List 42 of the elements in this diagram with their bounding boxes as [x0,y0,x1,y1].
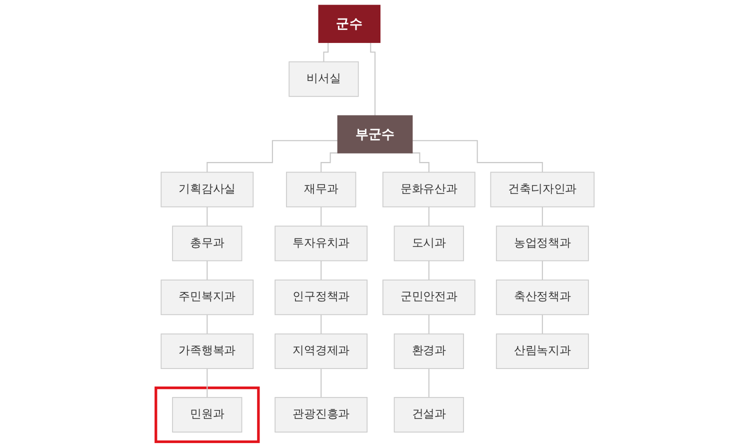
connector [320,260,322,281]
node-box [318,4,380,43]
connector [206,140,338,173]
node-box [274,334,368,369]
connector [206,260,208,281]
connector [542,260,543,281]
node-box [394,334,464,369]
connector [320,368,322,398]
node-box [490,172,595,208]
node-box [286,172,356,208]
node-box [172,226,242,262]
connector [542,206,543,227]
node-box [394,226,464,262]
node-box [160,334,254,369]
connector [206,206,208,227]
connector [428,206,430,227]
connector [410,152,430,173]
node-box [160,172,254,208]
node-box [172,397,242,433]
node-box [274,280,368,316]
node-box [382,172,476,208]
node-box [394,397,464,433]
node-box [337,115,413,154]
node-box [160,280,254,316]
connector [206,368,208,398]
node-box [274,226,368,262]
connector [428,260,430,281]
connector [412,140,543,173]
connector [428,314,430,334]
connector [320,314,322,334]
node-box [274,397,368,433]
node-box [496,334,589,369]
connector [320,206,322,227]
node-box [496,280,589,316]
connector [206,314,208,334]
node-box [382,280,476,316]
connector [542,314,543,334]
node-box [288,61,359,97]
connector [320,152,340,173]
node-box [496,226,589,262]
connector [428,368,430,398]
cluster [154,386,260,444]
